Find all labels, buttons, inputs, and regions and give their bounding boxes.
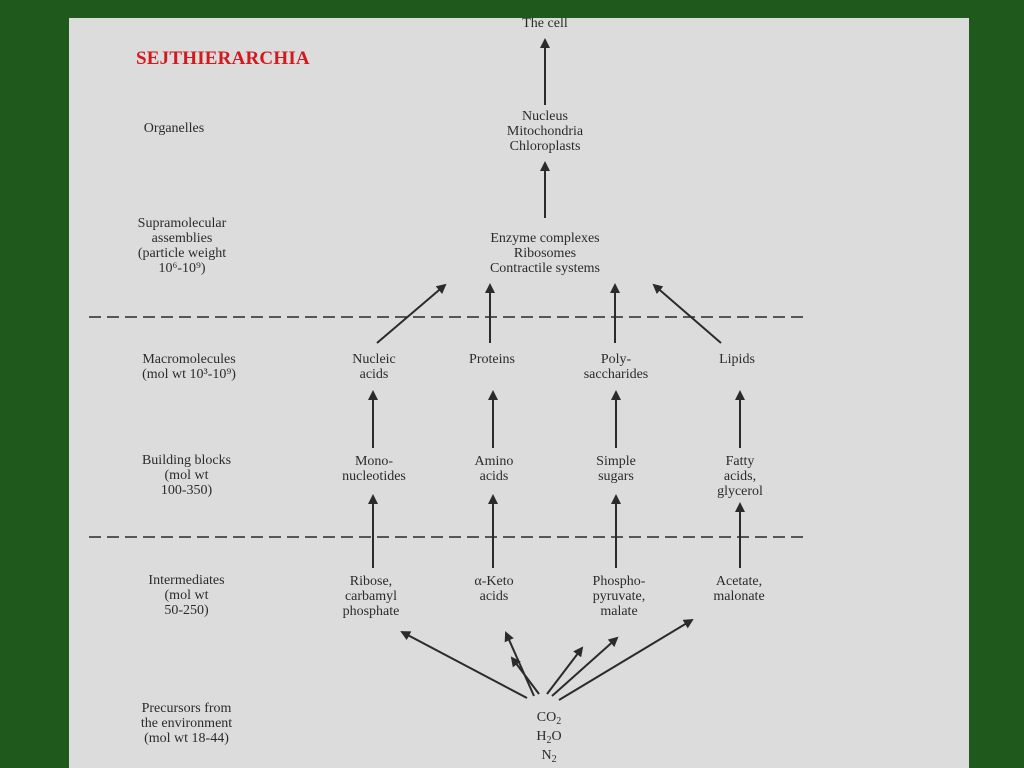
hierarchy-arrows — [89, 38, 809, 701]
macro-proteins: Proteins — [469, 352, 515, 367]
arrow-co2-to-phospho-b — [551, 636, 619, 697]
macro-lipids: Lipids — [719, 352, 755, 367]
block-fatty-acids: Fatty acids, glycerol — [717, 454, 763, 499]
macro-nucleic-acids: Nucleic acids — [352, 352, 396, 382]
arrow-co2-to-keto-a — [504, 631, 535, 697]
arrow-co2-to-ribose — [400, 631, 528, 699]
arrow-nucleic-to-supra — [376, 283, 447, 344]
inter-ribose: Ribose, carbamyl phosphate — [342, 574, 400, 619]
inter-acetate: Acetate, malonate — [713, 574, 765, 604]
organelles-items: Nucleus Mitochondria Chloroplasts — [506, 109, 584, 154]
arrow-co2-to-phospho-a — [546, 646, 584, 695]
cell-label: The cell — [522, 18, 568, 31]
molecule-co2: CO2 — [536, 710, 562, 727]
block-mononucleotides: Mono- nucleotides — [342, 454, 406, 484]
macro-polysaccharides: Poly- saccharides — [583, 352, 649, 382]
precursor-molecules: CO2 H2O N2 — [517, 708, 581, 765]
slide-title: SEJTHIERARCHIA — [136, 48, 310, 69]
block-amino-acids: Amino acids — [474, 454, 514, 484]
supramolecular-items: Enzyme complexes Ribosomes Contractile s… — [489, 231, 601, 276]
level-supramolecular: Supramolecular assemblies (particle weig… — [137, 216, 227, 276]
inter-keto-acids: α-Keto acids — [474, 574, 514, 604]
inter-phosphopyruvate: Phospho- pyruvate, malate — [592, 574, 646, 619]
molecule-n2: N2 — [541, 748, 557, 765]
block-simple-sugars: Simple sugars — [596, 454, 636, 484]
molecule-h2o: H2O — [536, 729, 562, 746]
level-intermediates: Intermediates (mol wt 50-250) — [148, 573, 225, 618]
level-precursors: Precursors from the environment (mol wt … — [140, 701, 233, 746]
level-organelles: Organelles — [143, 121, 205, 136]
arrow-co2-to-keto-b — [510, 656, 540, 695]
slide-panel: SEJTHIERARCHIA — [69, 18, 969, 768]
level-building-blocks: Building blocks (mol wt 100-350) — [141, 453, 232, 498]
arrow-lipids-to-supra — [652, 283, 722, 344]
arrow-co2-to-acetate — [558, 618, 694, 701]
level-macromolecules: Macromolecules (mol wt 10³-10⁹) — [142, 352, 236, 382]
